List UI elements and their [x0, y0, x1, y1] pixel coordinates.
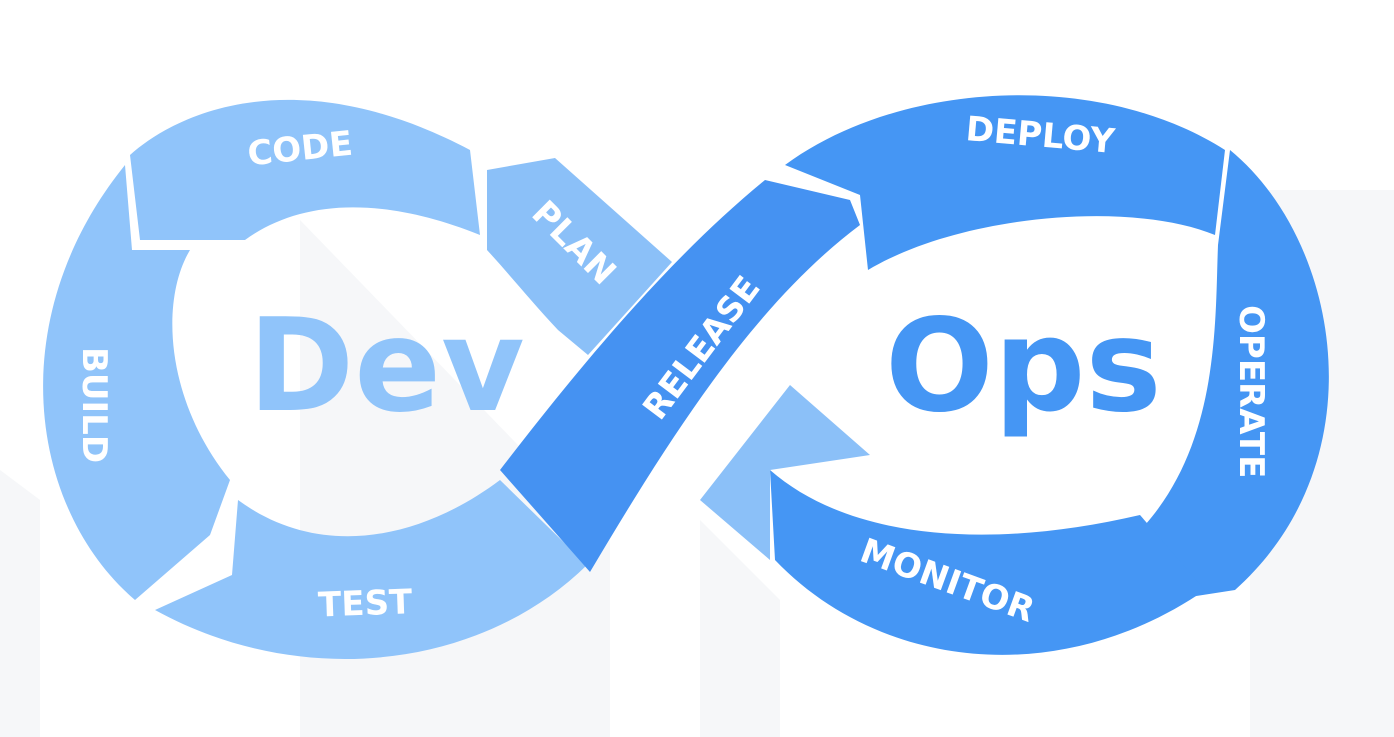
bg-chevron-left — [0, 470, 40, 737]
test-label: TEST — [317, 582, 413, 625]
ops-title: Ops — [885, 292, 1162, 441]
code-segment — [130, 99, 480, 240]
test-segment — [155, 480, 587, 660]
operate-label: OPERATE — [1231, 305, 1271, 478]
ops-loop — [700, 95, 1329, 655]
monitor-segment — [770, 470, 1205, 655]
build-label: BUILD — [74, 347, 114, 463]
dev-loop — [43, 99, 672, 660]
bg-chevron-mid — [700, 520, 780, 737]
deploy-segment — [785, 95, 1225, 271]
dev-title: Dev — [248, 292, 525, 441]
plan-segment — [487, 158, 672, 355]
operate-segment — [1138, 150, 1329, 605]
build-segment — [43, 165, 231, 600]
release-segment — [500, 180, 860, 572]
monitor-return-arrow — [700, 385, 870, 560]
